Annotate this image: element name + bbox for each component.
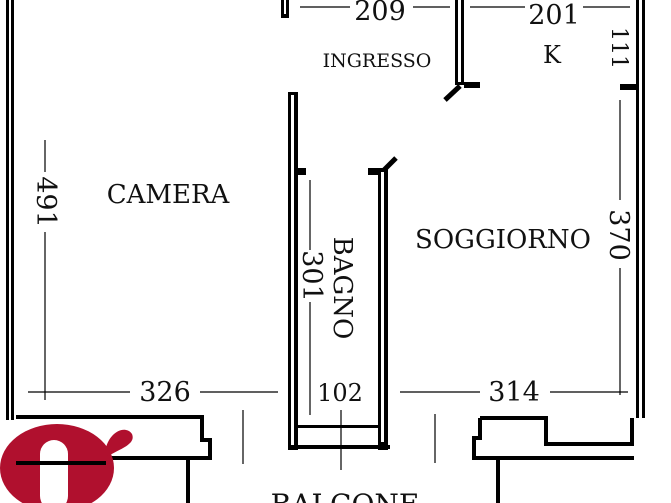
walls [6, 0, 645, 503]
room-label-soggiorno: SOGGIORNO [415, 225, 591, 255]
dim-ingresso-width: 209 [354, 0, 406, 27]
dim-camera-width: 326 [139, 377, 191, 408]
room-label-bagno: BAGNO [327, 237, 357, 340]
dim-bagno-width: 102 [317, 379, 363, 407]
brand-logo [0, 424, 133, 503]
dim-camera-depth: 491 [30, 176, 61, 228]
room-label-kitchen: K [543, 41, 562, 69]
room-label-balcone: BALCONE [271, 488, 420, 503]
dim-soggiorno-depth: 370 [603, 209, 634, 261]
room-label-camera: CAMERA [107, 180, 231, 210]
dimension-lines [28, 6, 630, 415]
dim-soggiorno-width: 314 [488, 377, 540, 408]
dim-bagno-depth: 301 [296, 250, 327, 302]
dim-kitchen-depth: 111 [606, 27, 631, 69]
room-label-ingresso: INGRESSO [323, 50, 432, 72]
dim-kitchen-width: 201 [528, 0, 580, 31]
